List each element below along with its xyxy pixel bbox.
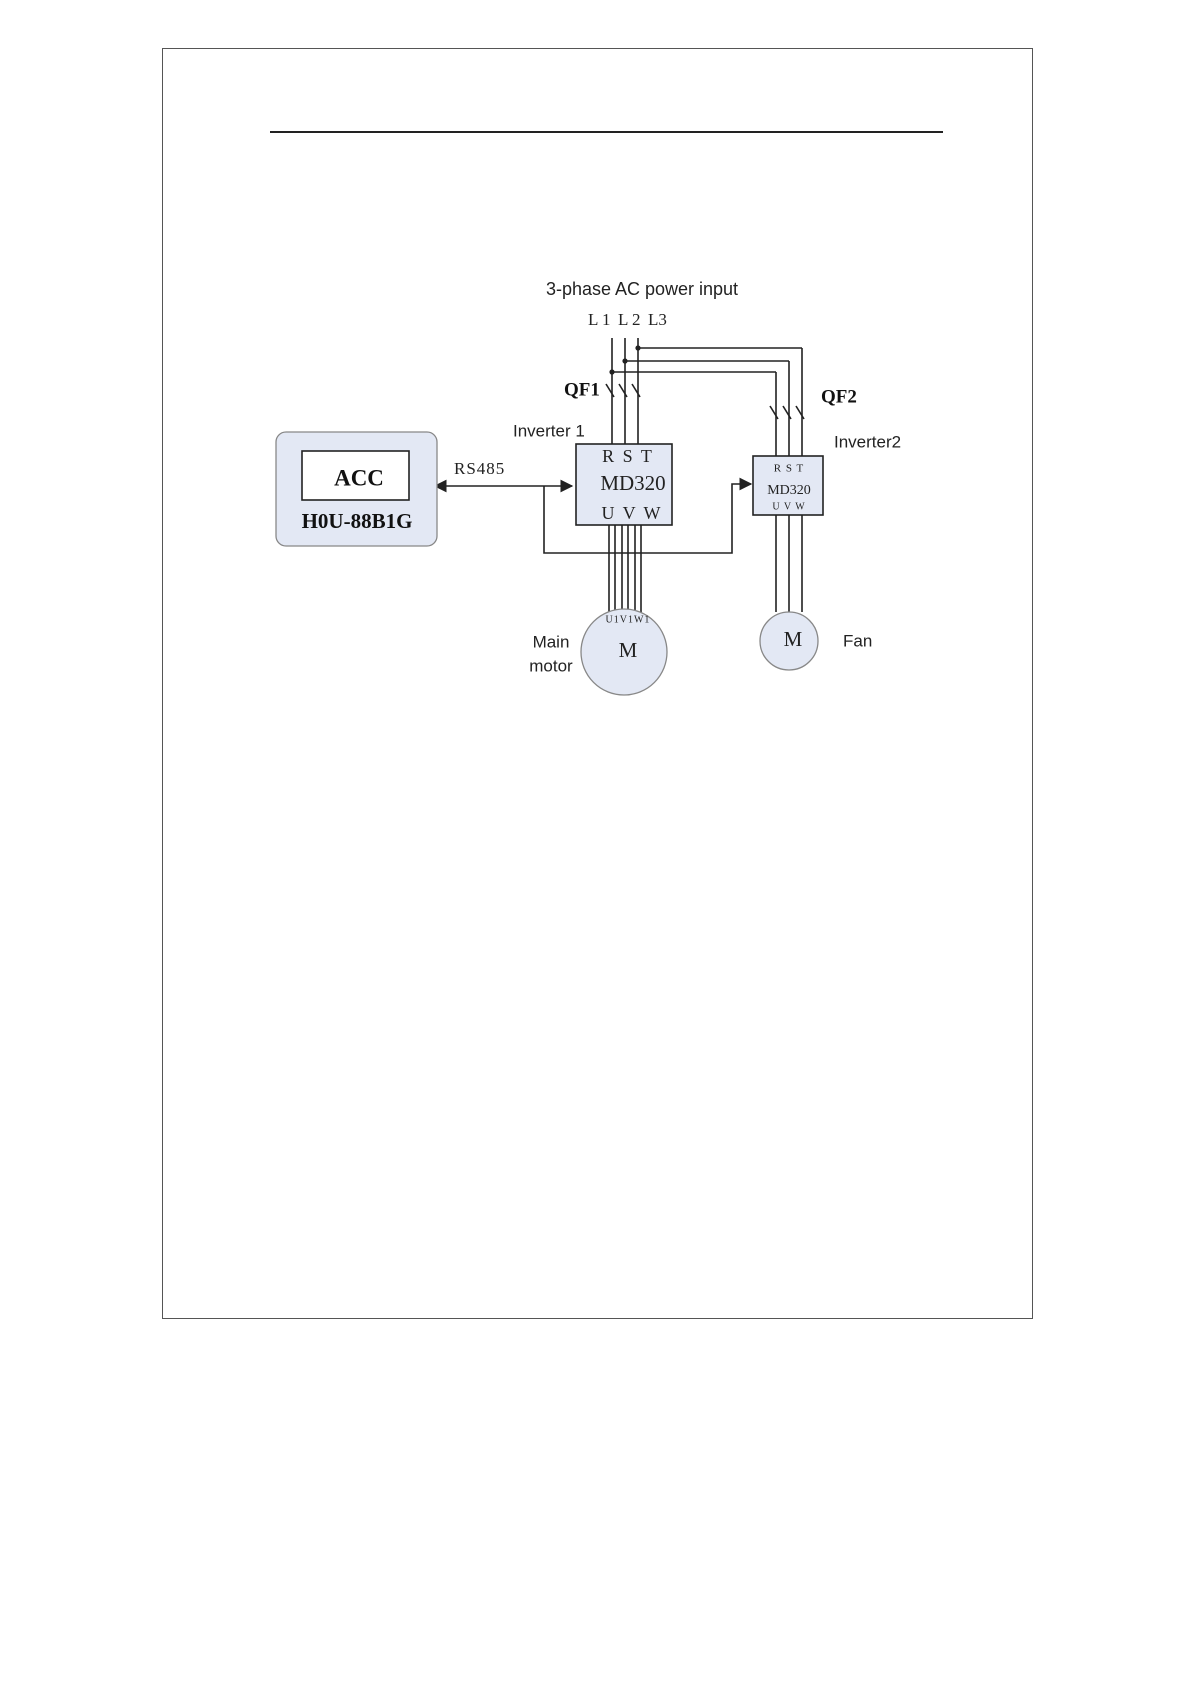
qf1-breaker-contacts <box>606 384 640 397</box>
inverter-1-output-lines <box>609 525 641 615</box>
power-input-label: 3-phase AC power input <box>546 279 738 299</box>
main-motor-symbol: M <box>619 638 638 662</box>
main-motor-label-line-1: Main <box>533 632 570 651</box>
qf1-label: QF1 <box>564 379 600 400</box>
rs485-label: RS485 <box>454 459 505 478</box>
controller-model-label: H0U-88B1G <box>302 509 413 533</box>
inverter-1-model: MD320 <box>600 471 665 495</box>
phase-label-l1: L 1 <box>588 310 611 329</box>
phase-lines-main <box>612 338 638 444</box>
inverter-1-output-terminals: U V W <box>601 503 662 523</box>
acc-label: ACC <box>334 465 384 490</box>
qf2-label: QF2 <box>821 386 857 407</box>
inverter-2-model: MD320 <box>767 483 811 498</box>
inverter-2-output-lines <box>776 515 802 612</box>
fan-label: Fan <box>843 631 872 650</box>
inverter-2-output-terminals: U V W <box>772 501 805 512</box>
main-motor-terminals: U1V1W1 <box>606 614 651 625</box>
qf2-breaker-contacts <box>770 406 804 419</box>
inverter-1-title: Inverter 1 <box>513 421 585 440</box>
main-motor-label-line-2: motor <box>529 656 573 675</box>
inverter-1-input-terminals: R S T <box>602 446 654 466</box>
phase-label-l3: L3 <box>648 310 667 329</box>
phase-lines-branch <box>612 348 802 456</box>
phase-label-l2: L 2 <box>618 310 641 329</box>
inverter-2-title: Inverter2 <box>834 432 901 451</box>
fan-motor-symbol: M <box>784 627 803 651</box>
inverter-2-input-terminals: R S T <box>774 463 804 475</box>
